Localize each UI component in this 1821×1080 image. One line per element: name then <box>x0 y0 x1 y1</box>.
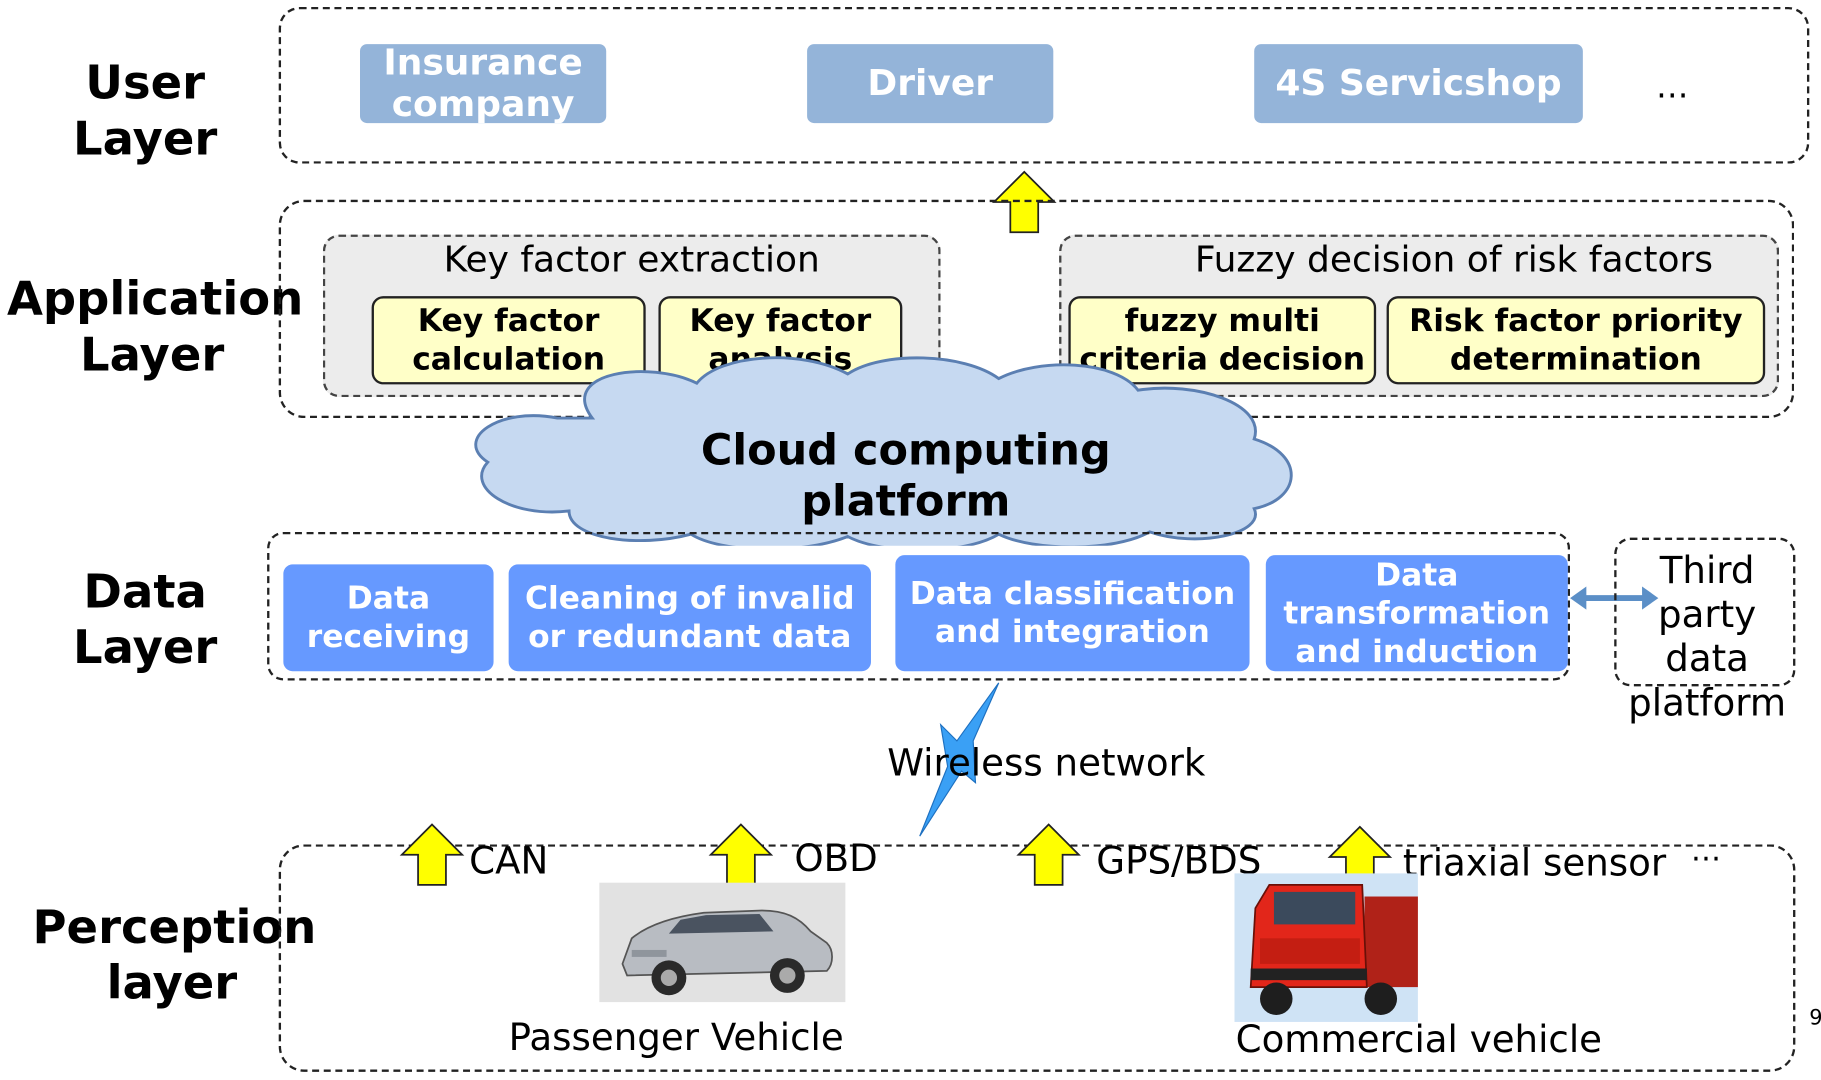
cloud-label: Cloud computing platform <box>700 425 1111 527</box>
sensor-can: CAN <box>469 838 549 883</box>
sensor-gps-bds: GPS/BDS <box>1096 838 1262 883</box>
layer-label-data: Data Layer <box>73 565 218 675</box>
data-layer-frame <box>267 531 1571 681</box>
user-box-driver: Driver <box>807 44 1054 124</box>
data-transformation-box: Data transformation and induction <box>1265 555 1568 672</box>
layer-label-user: User Layer <box>73 56 218 167</box>
double-arrow-icon <box>1570 586 1659 610</box>
lightning-icon <box>919 682 1000 837</box>
user-box-4s-shop: 4S Servicshop <box>1254 44 1583 124</box>
sensor-ellipsis: … <box>1690 833 1722 869</box>
data-classification-box: Data classification and integration <box>895 555 1250 672</box>
data-cleaning-box: Cleaning of invalid or redundant data <box>508 564 871 672</box>
passenger-vehicle-image <box>599 882 846 1003</box>
page-number: 9 <box>1809 1006 1821 1030</box>
third-party-label: Third party data platform <box>1628 548 1787 725</box>
fuzzy-decision-title: Fuzzy decision of risk factors <box>1194 239 1714 282</box>
commercial-vehicle-image <box>1234 873 1418 1022</box>
key-factor-extraction-title: Key factor extraction <box>443 239 820 282</box>
wireless-network-label: Wireless network <box>887 740 1206 786</box>
fuzzy-multi-criteria-box: fuzzy multi criteria decision <box>1068 296 1377 385</box>
user-layer-frame <box>278 6 1810 164</box>
data-receiving-box: Data receiving <box>283 564 494 672</box>
commercial-vehicle-label: Commercial vehicle <box>1235 1017 1603 1062</box>
third-party-frame <box>1614 537 1796 687</box>
sensor-obd: OBD <box>794 836 878 881</box>
up-arrow-icon <box>399 823 465 886</box>
layer-label-perception: Perception layer <box>32 901 317 1011</box>
up-arrow-icon <box>1016 823 1081 886</box>
up-arrow-icon <box>708 823 774 886</box>
passenger-vehicle-label: Passenger Vehicle <box>508 1014 844 1060</box>
sensor-triaxial: triaxial sensor <box>1402 840 1667 885</box>
user-box-insurance: Insurance company <box>360 44 607 124</box>
layer-label-application: Application Layer <box>6 272 304 383</box>
risk-factor-priority-box: Risk factor priority determination <box>1386 296 1766 385</box>
key-factor-calculation-box: Key factor calculation <box>371 296 646 385</box>
user-ellipsis: … <box>1656 67 1689 106</box>
